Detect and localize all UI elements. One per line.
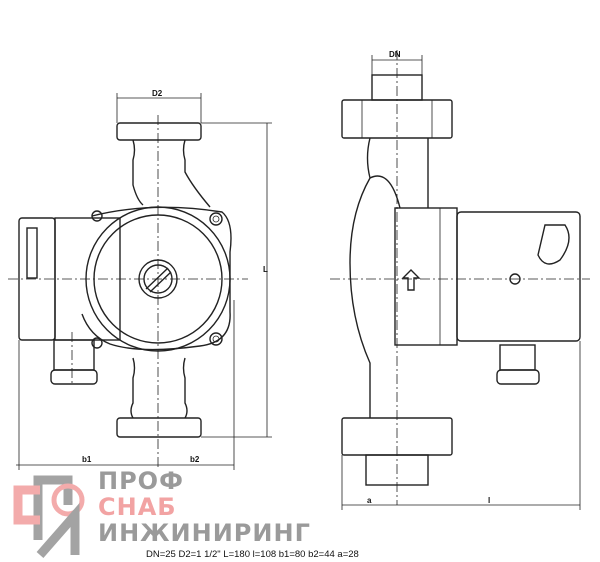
dim-d2-label: D2 bbox=[152, 89, 163, 98]
watermark-logo-icon bbox=[13, 475, 85, 558]
watermark-line3: ИНЖИНИРИНГ bbox=[98, 519, 311, 547]
front-view: D2 L b1 b2 bbox=[8, 89, 272, 470]
watermark-line1: ПРОФ bbox=[98, 467, 184, 495]
dim-b2-label: b2 bbox=[190, 455, 200, 464]
dim-l-total-label: L bbox=[263, 265, 268, 274]
dim-b1-label: b1 bbox=[82, 455, 92, 464]
dim-a-label: a bbox=[367, 496, 372, 505]
dim-dn-label: DN bbox=[389, 50, 401, 59]
dim-l-label: l bbox=[488, 496, 490, 505]
side-view: DN a l bbox=[330, 50, 590, 510]
specs-caption: DN=25 D2=1 1/2" L=180 l=108 b1=80 b2=44 … bbox=[146, 549, 359, 560]
watermark-line2: СНАБ bbox=[98, 493, 177, 521]
